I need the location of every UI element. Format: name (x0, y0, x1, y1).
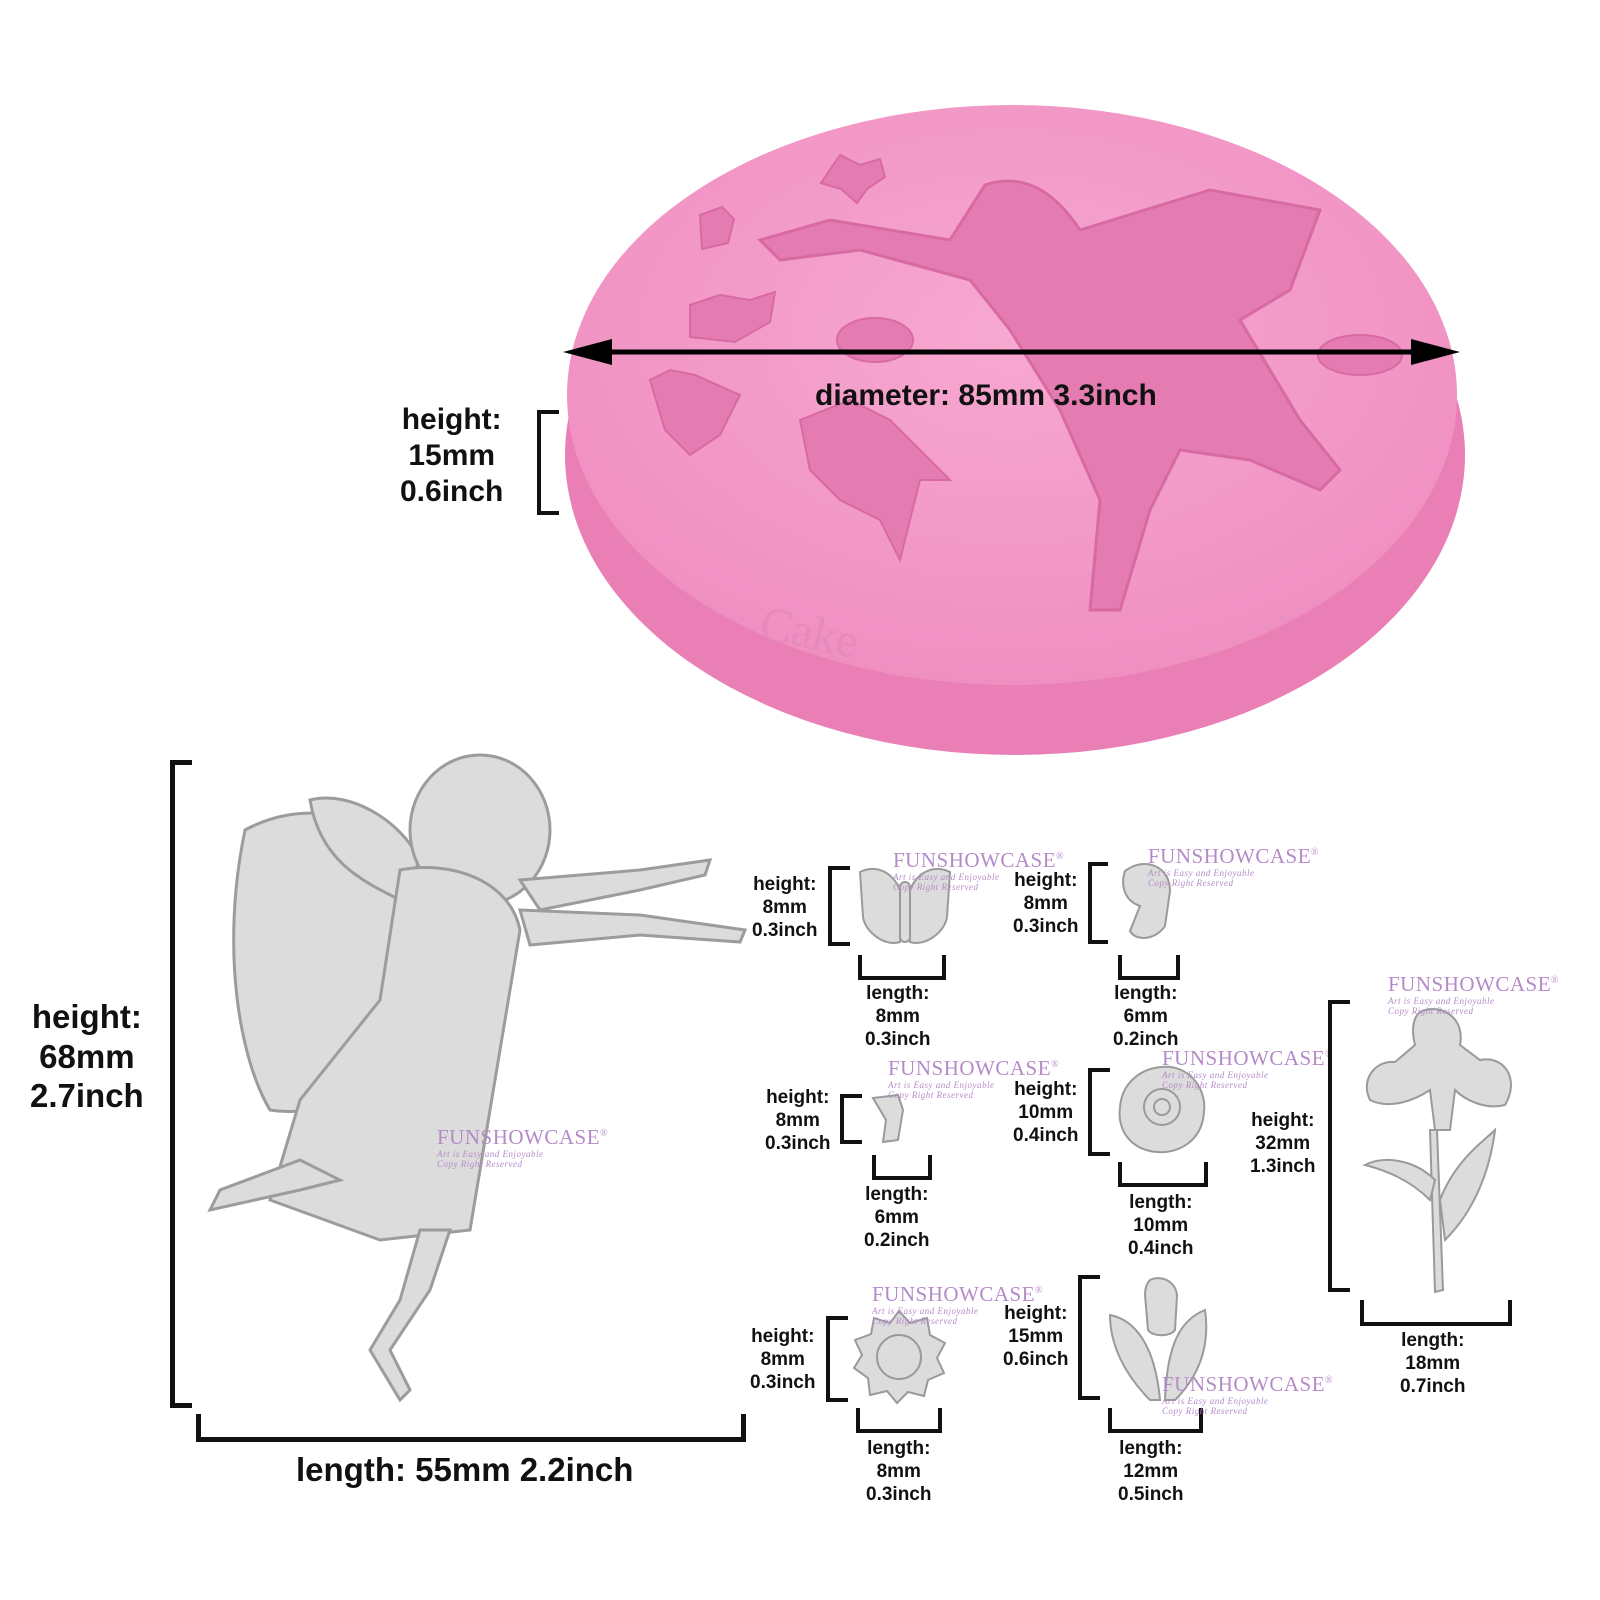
title-japanese: 色はランダムで発送いたします。 (35, 134, 661, 183)
fairy-length-bracket (196, 1414, 746, 1442)
sunflower-icon (852, 1309, 947, 1405)
iris-height-bracket (1328, 1000, 1350, 1292)
butterfly-large-height-bracket (828, 866, 850, 946)
tulip-icon (1108, 1277, 1208, 1401)
fairy-height-bracket (170, 760, 192, 1408)
sunflower-length-bracket (856, 1408, 942, 1433)
sunflower-height-bracket (826, 1316, 848, 1402)
small-butterfly-icon (871, 1093, 905, 1144)
butterfly-large-length-bracket (858, 955, 946, 980)
butterfly-small-height-bracket (1088, 862, 1108, 944)
butterfly-small-length-bracket (1118, 955, 1180, 980)
iris-length-bracket (1360, 1300, 1512, 1326)
fairy-length-label: length: 55mm 2.2inch (296, 1451, 634, 1488)
butterfly-side-icon (1122, 862, 1172, 939)
mold-diameter-label: diameter: 85mm 3.3inch (815, 379, 1157, 412)
rose-height-bracket (1088, 1068, 1110, 1156)
iris-flower-icon (1362, 1008, 1512, 1294)
tulip-height-bracket (1078, 1275, 1100, 1400)
mold-height-bracket (537, 410, 559, 515)
butterfly-mini-length-bracket (872, 1155, 932, 1180)
title-english: Random color mold (145, 60, 559, 109)
rose-icon (1118, 1065, 1206, 1154)
butterfly-mini-height-bracket (840, 1094, 862, 1144)
rose-length-bracket (1118, 1162, 1208, 1187)
tulip-length-bracket (1108, 1408, 1203, 1433)
butterfly-icon (858, 867, 952, 944)
